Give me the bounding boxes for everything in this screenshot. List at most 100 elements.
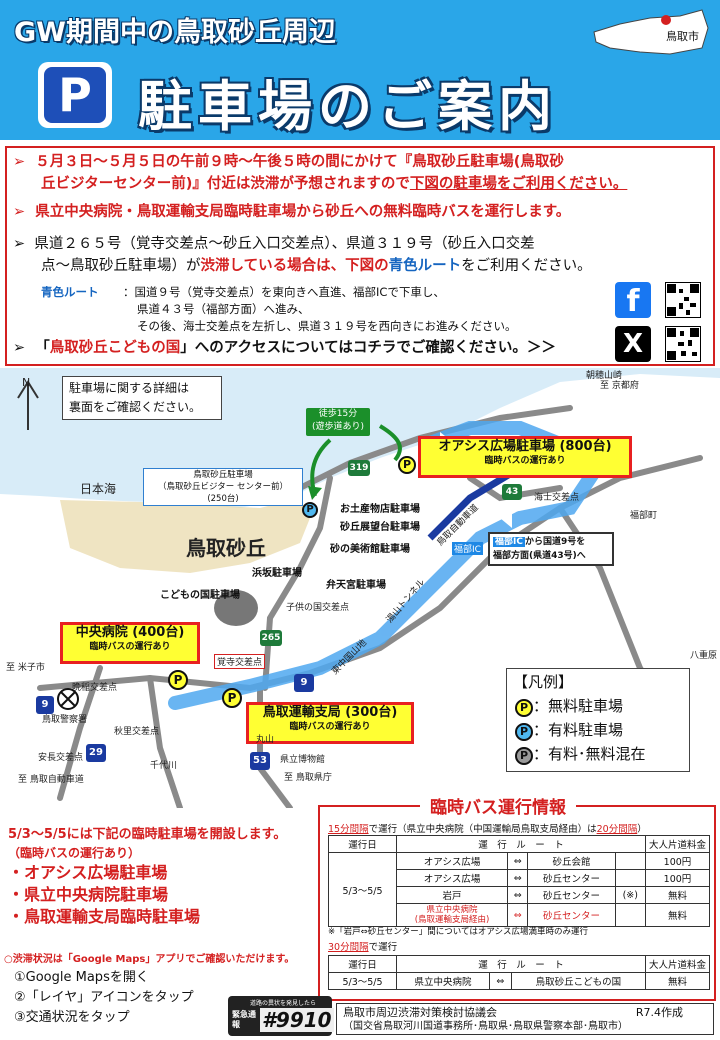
temp-lot-3: ・鳥取運輸支局臨時駐車場 — [8, 907, 201, 926]
bus-head-fare: 大人片道料金 — [644, 835, 711, 853]
road-29-shield: 29 — [86, 744, 106, 762]
bus-info-panel: 臨時バス運行情報 15分間隔で運行（県立中央病院（中国運輸局鳥取支局経由）は20… — [318, 793, 716, 1001]
detail-note-line1: 駐車場に関する詳細は — [69, 381, 190, 395]
p-name-museum: 砂の美術館駐車場 — [330, 544, 410, 555]
unyu-lot-name: 鳥取運輸支局 (300台) — [262, 705, 398, 720]
label-museum: 県立博物館 — [280, 755, 326, 765]
notice-item-4-b: 鳥取砂丘こどもの国 — [49, 340, 181, 356]
road-9-shield: 9 — [294, 674, 314, 692]
bus-fare: 100円 — [644, 852, 711, 870]
notice-item-3-c: 青色ルート — [388, 258, 462, 274]
temp-lots-headline: 5/3～5/5には下記の臨時駐車場を開設します。 — [8, 827, 287, 842]
bus2-head-day: 運行日 — [328, 955, 397, 973]
bus-arrow: ⇔ — [507, 852, 529, 870]
notice-item-4-c: 」へのアクセスについてはコチラでご確認ください。＞＞ — [180, 340, 556, 356]
header-title: 駐車場のご案内 — [138, 75, 558, 138]
label-prefecture: 至 鳥取県庁 — [284, 773, 332, 783]
notice-box: ➢ ５月３日～５月５日の午前９時～午後５時の間にかけて『鳥取砂丘駐車場(鳥取砂 … — [5, 146, 715, 366]
walk-time-badge: 徒歩15分 (遊歩道あり) — [306, 408, 370, 436]
notice-item-2: ➢ 県立中央病院・鳥取運輸支局臨時駐車場から砂丘への無料臨時バスを運行します。 — [13, 204, 571, 220]
hospital-lot-name: 中央病院 (400台) — [75, 625, 185, 640]
fukube-ic-label: 福部IC — [493, 537, 525, 547]
footer-date: R7.4作成 — [635, 1006, 683, 1019]
bus2-fare: 無料 — [644, 972, 711, 990]
facebook-qr-code[interactable] — [665, 282, 701, 318]
bus-interval-30: 30分間隔 — [328, 942, 369, 953]
temporary-lots-info: 5/3～5/5には下記の臨時駐車場を開設します。 （臨時バスの運行あり） ・オア… — [8, 826, 318, 946]
label-kyoto: 至 京都府 — [600, 381, 639, 391]
bus-interval-2-text: で運行 — [368, 942, 398, 953]
badge-number: #9910 — [260, 1008, 334, 1032]
bus-interval-2: 30分間隔で運行 — [328, 939, 397, 953]
x-qr-graphic — [667, 328, 699, 360]
notice-item-4[interactable]: ➢ 「鳥取砂丘こどもの国」へのアクセスについてはコチラでご確認ください。＞＞ — [13, 340, 556, 356]
bus-interval-close: ） — [637, 824, 647, 835]
temp-lots-sub: （臨時バスの運行あり） — [8, 846, 141, 860]
minimap-label: 鳥取市 — [666, 30, 699, 43]
facebook-icon-glyph: f — [626, 284, 640, 319]
oasis-lot-callout: オアシス広場駐車場 (800台) 臨時バスの運行あり — [418, 436, 632, 478]
route-label: 青色ルート — [41, 285, 99, 299]
bus-to: 砂丘センター — [527, 903, 616, 927]
table-row: 5/3～5/5 オアシス広場 ⇔ 砂丘会館 100円 — [328, 852, 711, 927]
bus-to: 砂丘会館 — [527, 852, 616, 870]
legend-paid-label: ：有料駐車場 — [533, 721, 624, 739]
walk-time: 徒歩15分 — [318, 409, 358, 419]
legend-title: 【凡例】 — [513, 673, 574, 691]
footer-org: 鳥取市周辺渋滞対策検討協議会 R7.4作成 （国交省鳥取河川国道事務所･鳥取県･… — [336, 1003, 714, 1035]
x-twitter-icon[interactable]: X — [615, 326, 651, 362]
dunes-label: 鳥取砂丘 — [186, 536, 266, 560]
x-icon-glyph: X — [622, 329, 644, 359]
label-fukube-ic: 福部IC — [452, 542, 483, 555]
notice-item-3-line1: 県道２６５号（覚寺交差点～砂丘入口交差点）、県道３１９号（砂丘入口交差 — [34, 236, 535, 252]
notice-item-3-b: 渋滞している場合は、下図の — [200, 258, 389, 274]
hospital-lot-bus: 臨時バスの運行あり — [89, 642, 171, 652]
bus-head-day: 運行日 — [328, 835, 397, 853]
label-asahozaki: 朝穂山崎 — [586, 371, 623, 381]
road-9-west-shield: 9 — [36, 696, 54, 714]
bus-day: 5/3～5/5 — [328, 852, 397, 927]
legend-free-label: ：無料駐車場 — [533, 697, 624, 715]
p-name-observatory: 砂丘展望台駐車場 — [340, 522, 420, 533]
gmaps-step-2: ②「レイヤ」アイコンをタップ — [14, 990, 194, 1005]
label-ama: 海士交差点 — [534, 493, 580, 503]
hospital-lot-callout: 中央病院 (400台) 臨時バスの運行あり — [60, 622, 200, 664]
legend-free-icon: P — [515, 699, 533, 717]
notice-item-1: ➢ ５月３日～５月５日の午前９時～午後５時の間にかけて『鳥取砂丘駐車場(鳥取砂 — [13, 154, 564, 170]
temp-lot-2: ・県立中央病院駐車場 — [8, 885, 169, 904]
sakyu-lot-name: 鳥取砂丘駐車場 — [193, 470, 253, 480]
badge-top: 道路の異状を発見したら — [250, 1000, 317, 1007]
x-qr-code[interactable] — [665, 326, 701, 362]
walk-path-note: (遊歩道あり) — [311, 422, 365, 432]
header-banner: GW期間中の鳥取砂丘周辺 P 駐車場のご案内 鳥取市 — [0, 0, 720, 140]
notice-item-1-line2: 丘ビジターセンター前)』付近は渋滞が予想されますので — [41, 176, 410, 192]
parking-marker-unyu: P — [222, 688, 242, 708]
bus-table-2-header: 運行日 運 行 ル ー ト 大人片道料金 — [328, 955, 711, 973]
bus-arrow: ⇔ — [507, 886, 529, 904]
gmaps-note: ○渋滞状況は「Google Maps」アプリでご確認いただけます。 — [4, 954, 295, 965]
badge-left: 緊急通報 — [232, 1010, 256, 1029]
label-yasunaga: 安長交差点 — [38, 753, 84, 763]
label-sendai-river: 千代川 — [150, 761, 178, 771]
bus-from: 県立中央病院 (鳥取運輸支局経由) — [395, 903, 509, 927]
label-fukube-town: 福部町 — [630, 511, 658, 521]
parking-marker-hospital: P — [168, 670, 188, 690]
bus-note — [614, 903, 646, 927]
sea-label: 日本海 — [80, 482, 117, 496]
road-43-shield: 43 — [502, 484, 522, 500]
bus-note — [614, 852, 646, 870]
bus-interval-1: 15分間隔で運行（県立中央病院（中国運輸局鳥取支局経由）は20分間隔） — [328, 821, 647, 835]
bus-note: (※) — [614, 886, 646, 904]
legend-mixed-icon: P — [515, 747, 533, 765]
facebook-icon[interactable]: f — [615, 282, 651, 319]
detail-note: 駐車場に関する詳細は 裏面をご確認ください。 — [62, 376, 222, 420]
road-265-shield: 265 — [260, 630, 282, 646]
table-row: 県立中央病院 (鳥取運輸支局経由) ⇔ 砂丘センター 無料 — [329, 903, 711, 927]
label-yonago: 至 米子市 — [6, 663, 45, 673]
bus-to: 砂丘センター — [527, 886, 616, 904]
legend-paid-icon: P — [515, 723, 533, 741]
bus-fare: 100円 — [644, 869, 711, 887]
unyu-lot-callout: 鳥取運輸支局 (300台) 臨時バスの運行あり — [246, 702, 414, 744]
bus-interval-20: 20分間隔 — [596, 824, 638, 835]
